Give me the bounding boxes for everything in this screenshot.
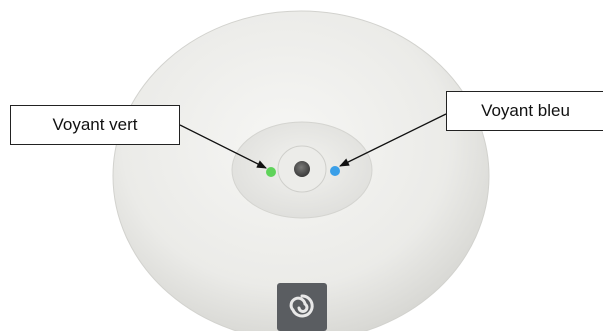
green-indicator-label: Voyant vert (52, 115, 138, 134)
green-indicator-callout: Voyant vert (10, 105, 180, 145)
blue-indicator-callout: Voyant bleu (446, 91, 603, 131)
blue-indicator-light (330, 166, 340, 176)
blue-indicator-label: Voyant bleu (481, 101, 570, 120)
center-hub (231, 121, 373, 219)
center-hole (294, 161, 310, 177)
green-indicator-light (266, 167, 276, 177)
green-indicator-arrow (179, 124, 267, 169)
blue-indicator-arrow (339, 113, 447, 167)
spiral-logo-icon (277, 283, 327, 331)
